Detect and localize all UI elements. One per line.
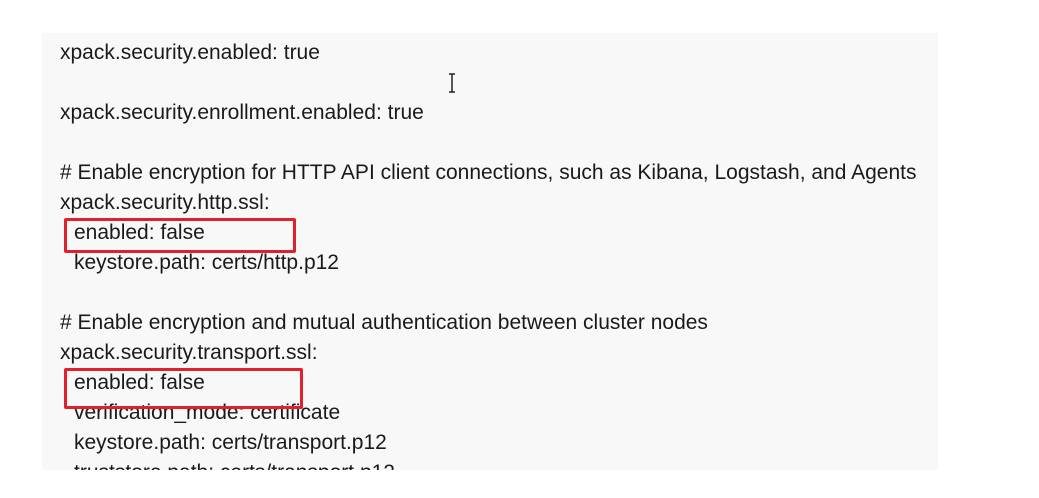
config-text-panel[interactable]: xpack.security.enabled: true xpack.secur… [42, 33, 938, 470]
blank-line [60, 278, 938, 308]
config-line: xpack.security.transport.ssl: [60, 341, 318, 364]
config-lines: xpack.security.enabled: true xpack.secur… [60, 38, 938, 470]
text-cursor-icon [449, 73, 455, 93]
blank-line [60, 128, 938, 158]
blank-line [60, 68, 938, 98]
config-line: keystore.path: certs/transport.p12 [74, 431, 387, 454]
config-line: xpack.security.enrollment.enabled: true [60, 101, 424, 124]
config-line: xpack.security.http.ssl: [60, 191, 270, 214]
config-line-transport-ssl-enabled: enabled: false [74, 371, 205, 394]
config-line-http-ssl-enabled: enabled: false [74, 221, 205, 244]
config-line: truststore.path: certs/transport.p12 [60, 458, 938, 470]
config-line: keystore.path: certs/http.p12 [74, 251, 339, 274]
config-line: xpack.security.enabled: true [60, 41, 320, 64]
highlight-box-http-ssl [64, 218, 296, 253]
comment-line: # Enable encryption and mutual authentic… [60, 311, 708, 334]
highlight-box-transport-ssl [64, 368, 303, 409]
comment-line: # Enable encryption for HTTP API client … [60, 161, 917, 184]
